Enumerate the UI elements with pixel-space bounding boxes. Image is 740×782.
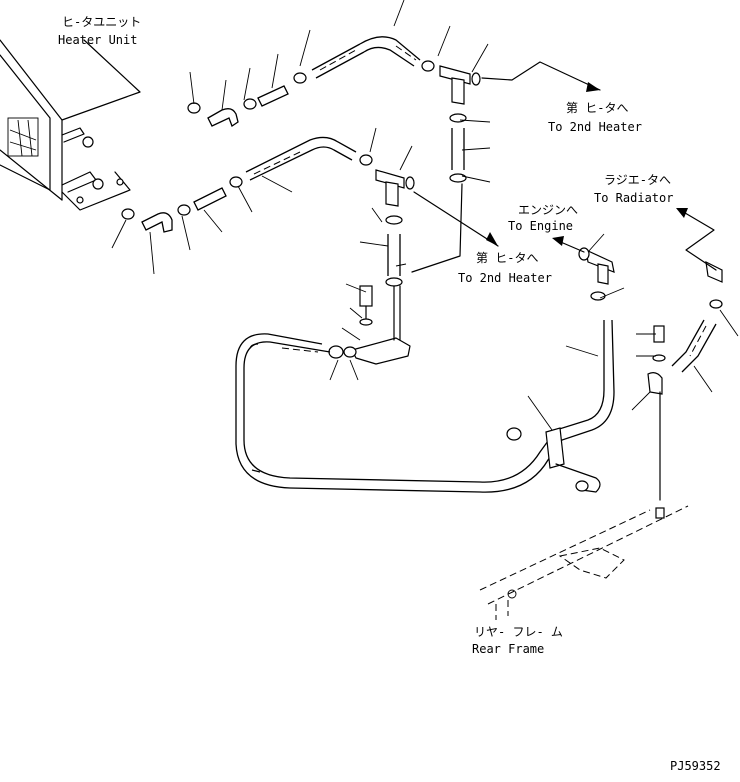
engine-label-en: To Engine [508, 219, 573, 233]
second-heater-mid-label-jp: 第 ヒ-タへ [476, 251, 538, 265]
hose-clamp [328, 345, 344, 359]
support-bracket [647, 325, 666, 519]
hose-clamp [359, 154, 373, 166]
arrow-to-2nd-heater-top [481, 61, 601, 92]
rear-frame-label-jp: リヤ- フレ- ム [474, 625, 563, 639]
second-heater-mid-label-en: To 2nd Heater [458, 271, 552, 285]
second-heater-top-label-en: To 2nd Heater [548, 120, 642, 134]
upper-hose-run [187, 36, 481, 183]
leader-lines [111, 0, 739, 431]
radiator-branch [671, 260, 723, 373]
hose-clamp [385, 277, 403, 287]
heater-unit-label-en: Heater Unit [58, 33, 137, 47]
arrow-to-2nd-heater-mid [411, 183, 499, 273]
hose-clamp [187, 102, 201, 114]
hose-clamp [421, 60, 435, 72]
rear-frame [479, 505, 689, 620]
hose-clamp [590, 291, 606, 301]
hose-clamp [343, 346, 357, 358]
arrow-to-engine [552, 236, 585, 253]
heater-unit [0, 39, 141, 211]
mount-bracket [328, 285, 411, 365]
hose-clamp [449, 173, 467, 183]
arrow-to-radiator [676, 208, 717, 271]
hose-clamp [177, 204, 191, 216]
engine-label-jp: エンジンへ [518, 203, 578, 217]
lower-hose-run [121, 136, 415, 341]
rear-frame-label-en: Rear Frame [472, 642, 544, 656]
hose-clamp [293, 72, 307, 84]
hose-clamp [121, 208, 135, 220]
pipe-clamp [545, 427, 565, 469]
hose-clamp [243, 98, 257, 110]
radiator-label-jp: ラジエ-タへ [604, 173, 671, 187]
hose-clamp [229, 176, 243, 188]
second-heater-top-label-jp: 第 ヒ-タへ [566, 101, 628, 115]
hose-clamp [449, 113, 467, 123]
heater-unit-label-jp: ヒ-タユニット [62, 15, 141, 29]
drawing-number: PJ59352 [670, 759, 721, 773]
hose-clamp [709, 299, 723, 309]
radiator-label-en: To Radiator [594, 191, 673, 205]
hose-clamp [385, 215, 403, 225]
long-pipe-loop [235, 247, 615, 493]
